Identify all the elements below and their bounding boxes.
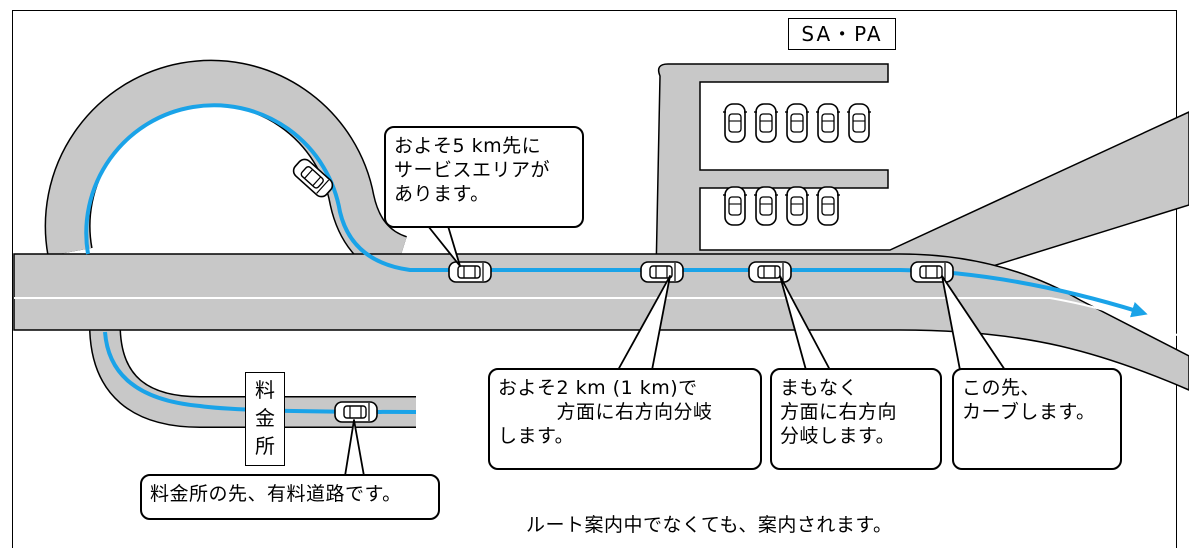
callout-junction-soon: まもなく 方面に右方向 分岐します。 (770, 368, 942, 470)
diagram-frame (12, 10, 1177, 548)
tollgate-char-1: 料 (255, 378, 275, 402)
tollgate-char-2: 金 (255, 406, 275, 430)
callout-service-area: およそ5 km先に サービスエリアが あります。 (384, 126, 584, 228)
tollgate-char-3: 所 (255, 434, 275, 458)
parked-cars (722, 103, 872, 226)
route-line (84, 103, 1148, 414)
callout-curve: この先、 カーブします。 (952, 368, 1122, 470)
roads (13, 59, 1189, 428)
tollgate-sign: 料 金 所 (245, 372, 285, 466)
callout-toll-road: 料金所の先、有料道路です。 (140, 474, 440, 520)
guidance-note: ルート案内中でなくても、案内されます。 (526, 514, 893, 536)
sapa-sign: SA・PA (788, 18, 896, 50)
sapa-area (655, 63, 1189, 276)
callout-junction-near: およそ2 km (1 km)で 方面に右方向分岐 します。 (488, 368, 762, 470)
